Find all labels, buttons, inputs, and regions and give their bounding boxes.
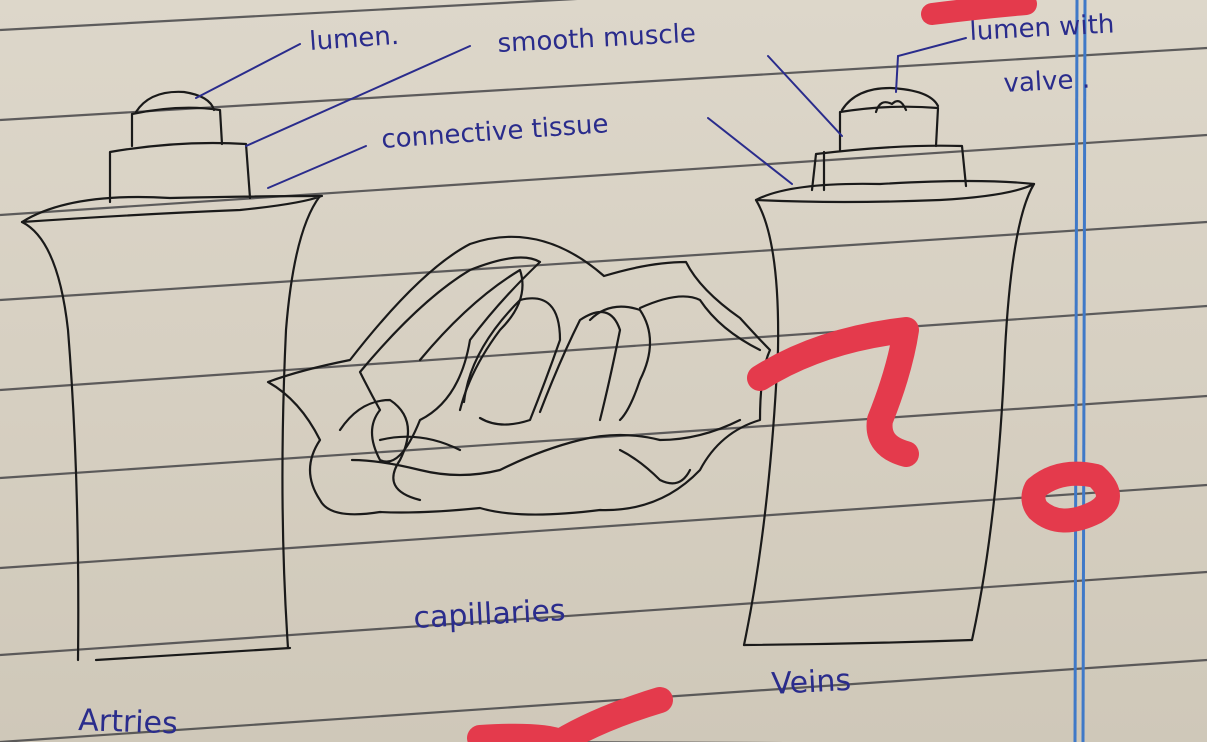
leader-vein-connective [708,118,792,184]
check-mark [480,700,660,742]
label-lumen: lumen. [308,21,400,57]
label-smooth-muscle: smooth muscle [497,19,697,59]
score-seven-mark [760,330,906,454]
ruled-line [0,572,1207,655]
label-capillaries: capillaries [413,593,567,636]
leader-lumen [196,44,300,98]
margin-line [1075,0,1085,742]
leader-vein-smooth-muscle [768,56,842,136]
artery-drawing [22,92,322,660]
top-red-dash [932,4,1026,14]
label-connective-tissue: connective tissue [380,109,609,155]
label-veins: Veins [771,663,852,702]
leader-connective-tissue [268,146,366,188]
ruled-line [0,222,1207,300]
score-zero-mark [1033,474,1108,521]
label-arteries: Artries [78,703,179,741]
ruled-line [0,306,1207,390]
label-lumen-with-valve-line2: valve . [1003,65,1091,99]
